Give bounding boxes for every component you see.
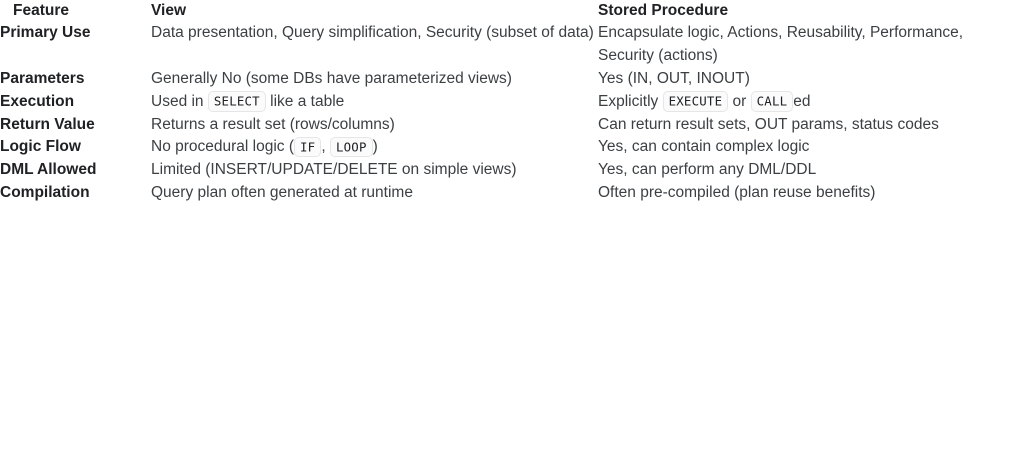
row-view-value: No procedural logic (IF, LOOP) [151,136,378,158]
row-view-value: Data presentation, Query simplification,… [151,24,594,42]
inline-code-token: LOOP [329,136,373,158]
table-row: Execution Used in SELECT like a table Ex… [0,91,1023,114]
row-feature-label: DML Allowed [0,161,97,179]
table-row: Logic Flow No procedural logic (IF, LOOP… [0,136,1023,159]
column-header-view: View [151,2,187,19]
table-row: Primary Use Data presentation, Query sim… [0,22,1023,68]
table-row: Return Value Returns a result set (rows/… [0,114,1023,137]
inline-code-token: EXECUTE [662,91,729,112]
row-view-value: Query plan often generated at runtime [151,183,413,201]
inline-code-token: SELECT [207,91,266,112]
row-feature-label: Parameters [0,70,85,88]
row-procedure-value: Can return result sets, OUT params, stat… [598,115,939,133]
row-view-value: Generally No (some DBs have parameterize… [151,70,512,88]
table-header: Feature View Stored Procedure [0,0,1023,22]
row-view-value: Limited (INSERT/UPDATE/DELETE on simple … [151,161,517,179]
row-feature-label: Primary Use [0,24,91,42]
row-feature-label: Compilation [0,183,90,201]
row-feature-label: Return Value [0,115,95,133]
column-header-stored-procedure: Stored Procedure [598,2,729,19]
row-view-value: Used in SELECT like a table [151,91,345,112]
row-procedure-value: Yes (IN, OUT, INOUT) [598,70,750,88]
table-row: Parameters Generally No (some DBs have p… [0,68,1023,91]
view-vs-stored-procedure-table: Feature View Stored Procedure Primary Us… [0,0,1023,205]
table-header-row: Feature View Stored Procedure [0,0,1023,22]
row-view-value: Returns a result set (rows/columns) [151,115,395,133]
row-procedure-value: Yes, can contain complex logic [598,138,810,156]
inline-code-token: IF [294,136,322,158]
row-feature-label: Logic Flow [0,138,81,156]
column-header-feature: Feature [13,2,69,19]
table-body: Primary Use Data presentation, Query sim… [0,22,1023,204]
row-procedure-value: Often pre-compiled (plan reuse benefits) [598,183,876,201]
table-row: DML Allowed Limited (INSERT/UPDATE/DELET… [0,159,1023,182]
table-row: Compilation Query plan often generated a… [0,182,1023,205]
row-feature-label: Execution [0,92,75,110]
row-procedure-value: Yes, can perform any DML/DDL [598,161,817,179]
inline-code-token: CALL [750,91,794,112]
row-procedure-value: Encapsulate logic, Actions, Reusability,… [598,24,964,65]
